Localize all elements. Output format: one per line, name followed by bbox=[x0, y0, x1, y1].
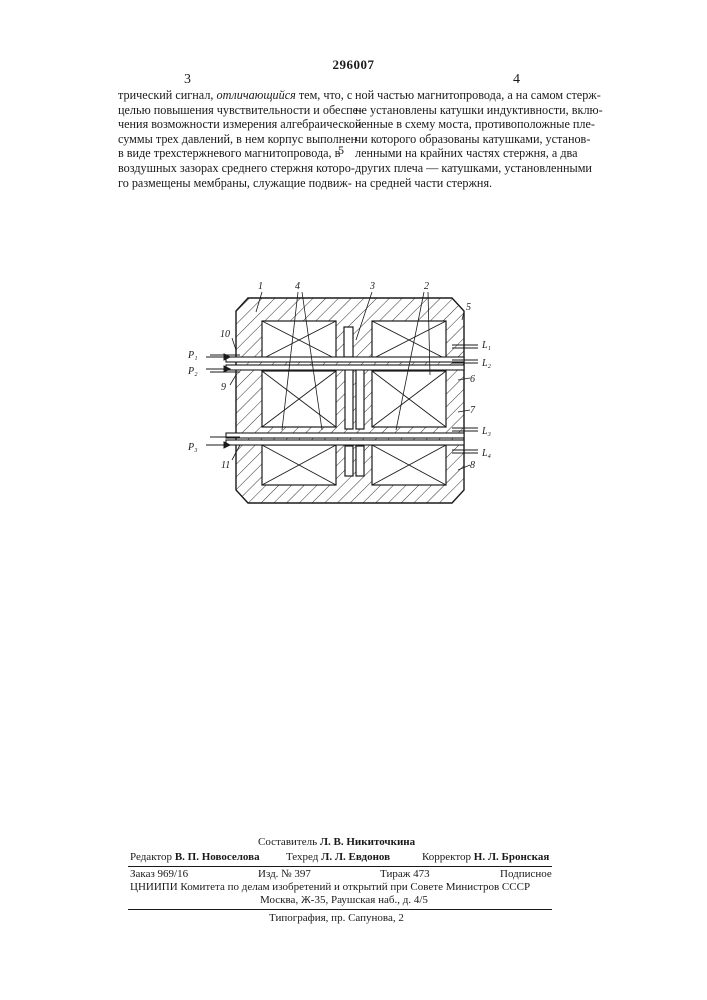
corrector-name: Н. Л. Бронская bbox=[474, 851, 550, 863]
techred-line: Техред Л. Л. Евдонов bbox=[286, 851, 390, 865]
label-l2: L₂ bbox=[481, 358, 492, 369]
label-p1: P₁ bbox=[187, 350, 198, 361]
label-l4: L₄ bbox=[481, 448, 492, 459]
label-7: 7 bbox=[470, 405, 476, 416]
editor-name: В. П. Новоселова bbox=[175, 851, 260, 863]
label-10: 10 bbox=[220, 329, 230, 340]
techred-label: Техред bbox=[286, 851, 318, 863]
label-2: 2 bbox=[424, 281, 429, 292]
compiler-name: Л. В. Никиточкина bbox=[320, 836, 415, 848]
organization: ЦНИИПИ Комитета по делам изобретений и о… bbox=[130, 881, 530, 895]
editor-line: Редактор В. П. Новоселова bbox=[130, 851, 260, 865]
compiler-label: Составитель bbox=[258, 836, 317, 848]
corrector-label: Корректор bbox=[422, 851, 471, 863]
label-1: 1 bbox=[258, 281, 263, 292]
techred-name: Л. Л. Евдонов bbox=[321, 851, 390, 863]
footer-divider-bottom bbox=[128, 909, 552, 910]
label-4: 4 bbox=[295, 281, 300, 292]
label-8: 8 bbox=[470, 460, 475, 471]
technical-drawing: 1 4 3 2 5 6 7 8 10 9 11 P₁ P₂ P₃ L₁ L₂ L… bbox=[0, 0, 707, 560]
label-l3: L₃ bbox=[481, 426, 492, 437]
label-l1: L₁ bbox=[481, 340, 491, 351]
label-5: 5 bbox=[466, 302, 471, 313]
label-9: 9 bbox=[221, 382, 226, 393]
order-number: Заказ 969/16 bbox=[130, 868, 188, 882]
label-6: 6 bbox=[470, 374, 475, 385]
label-p3: P₃ bbox=[187, 442, 198, 453]
editor-label: Редактор bbox=[130, 851, 172, 863]
footer-divider bbox=[128, 866, 552, 867]
label-p2: P₂ bbox=[187, 366, 198, 377]
circulation: Тираж 473 bbox=[380, 868, 430, 882]
corrector-line: Корректор Н. Л. Бронская bbox=[422, 851, 549, 865]
label-11: 11 bbox=[221, 460, 230, 471]
issue-number: Изд. № 397 bbox=[258, 868, 311, 882]
printer: Типография, пр. Сапунова, 2 bbox=[269, 912, 404, 926]
compiler-line: Составитель Л. В. Никиточкина bbox=[258, 836, 415, 850]
address: Москва, Ж-35, Раушская наб., д. 4/5 bbox=[260, 894, 428, 908]
subscription: Подписное bbox=[500, 868, 552, 882]
label-3: 3 bbox=[369, 281, 375, 292]
